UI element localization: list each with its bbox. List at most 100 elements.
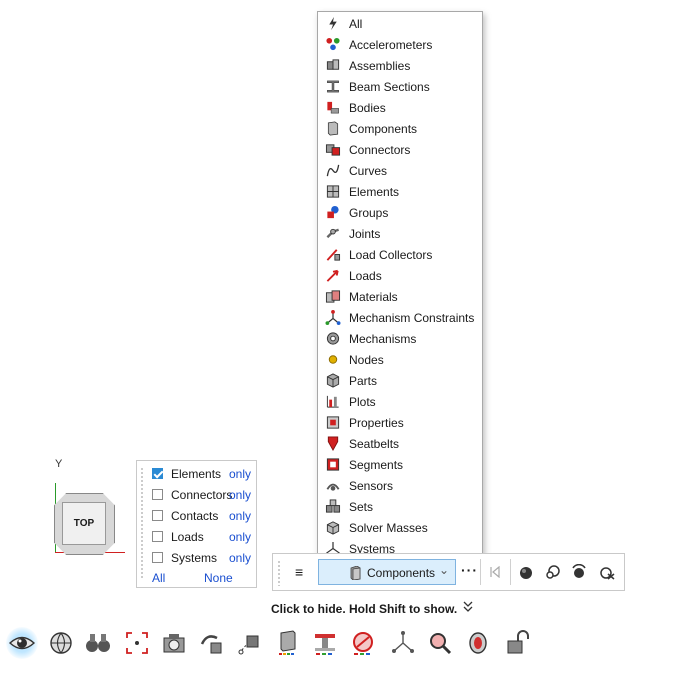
menu-item-label: Solver Masses [349,521,428,535]
sensor-icon [326,483,340,491]
cycle-select-icon[interactable] [571,564,587,580]
only-link[interactable]: only [228,551,251,565]
camera-cube-icon[interactable] [161,630,187,656]
menu-item-label: Properties [349,416,404,430]
seatbelt-icon [327,436,339,451]
menu-item-plots[interactable]: Plots [318,391,482,412]
focus-select-icon[interactable] [124,630,150,656]
contour-icon[interactable] [275,630,301,656]
menu-item-components[interactable]: Components [318,118,482,139]
menu-item-sensors[interactable]: Sensors [318,475,482,496]
connector-icon [325,144,341,156]
visibility-checkbox[interactable] [152,510,163,521]
menu-item-solver-masses[interactable]: Solver Masses [318,517,482,538]
menu-item-label: Loads [349,269,382,283]
solver-mass-icon [326,521,340,535]
bodies-icon [327,101,339,114]
menu-item-label: Load Collectors [349,248,433,262]
only-link[interactable]: only [228,530,251,544]
menu-item-accelerometers[interactable]: Accelerometers [318,34,482,55]
menu-item-label: Accelerometers [349,38,433,52]
sphere-select-icon[interactable] [518,564,534,580]
nodes-graph-icon[interactable] [390,630,416,656]
menu-item-label: Curves [349,164,388,178]
visibility-label: Connectors [171,488,233,502]
view-cube-top-face[interactable]: TOP [62,502,106,545]
menu-item-label: Seatbelts [349,437,400,451]
only-link[interactable]: only [228,509,251,523]
menu-item-assemblies[interactable]: Assemblies [318,55,482,76]
cylinder-icon[interactable] [465,630,491,656]
menu-item-bodies[interactable]: Bodies [318,97,482,118]
menu-item-beam-sections[interactable]: Beam Sections [318,76,482,97]
element-icon [326,185,340,198]
double-chevron-down-icon[interactable] [463,601,473,616]
dotted-cube-icon[interactable] [236,630,262,656]
menu-item-sets[interactable]: Sets [318,496,482,517]
only-link[interactable]: only [228,488,251,502]
menu-item-nodes[interactable]: Nodes [318,349,482,370]
menu-item-load-collectors[interactable]: Load Collectors [318,244,482,265]
show-none-link[interactable]: None [204,571,233,585]
assemblies-icon [326,59,340,70]
menu-item-curves[interactable]: Curves [318,160,482,181]
first-page-icon[interactable] [489,566,501,578]
menu-item-loads[interactable]: Loads [318,265,482,286]
menu-item-connectors[interactable]: Connectors [318,139,482,160]
menu-item-groups[interactable]: Groups [318,202,482,223]
chevron-down-icon[interactable]: ⌄ [438,563,449,577]
search-icon[interactable] [427,630,453,656]
lock-icon[interactable] [504,630,530,656]
menu-item-label: Components [349,122,418,136]
menu-item-systems[interactable]: Systems [318,538,482,559]
ring-select-icon[interactable] [545,564,561,580]
beam-section-icon [327,80,339,93]
menu-item-all[interactable]: All [318,13,482,34]
menu-item-joints[interactable]: Joints [318,223,482,244]
globe-icon[interactable] [48,630,74,656]
property-icon [326,416,340,429]
panel-grip[interactable] [141,467,143,579]
menu-item-seatbelts[interactable]: Seatbelts [318,433,482,454]
binoculars-icon[interactable] [85,630,111,656]
only-link[interactable]: only [228,467,251,481]
section-icon[interactable] [312,630,338,656]
menu-item-properties[interactable]: Properties [318,412,482,433]
menu-item-label: Mechanism Constraints [349,311,475,325]
menu-item-parts[interactable]: Parts [318,370,482,391]
menu-item-label: Parts [349,374,378,388]
menu-item-elements[interactable]: Elements [318,181,482,202]
show-all-link[interactable]: All [152,571,166,585]
menu-item-label: Mechanisms [349,332,417,346]
mask-icon[interactable] [350,630,376,656]
component-icon [350,566,361,580]
menu-item-label: Bodies [349,101,386,115]
menu-item-label: Plots [349,395,376,409]
visibility-checkbox[interactable] [152,468,163,479]
visibility-checkbox[interactable] [152,489,163,500]
menu-item-label: Elements [349,185,400,199]
menu-item-mechanism-constraints[interactable]: Mechanism Constraints [318,307,482,328]
menu-item-label: Connectors [349,143,411,157]
rotate-cube-icon[interactable] [199,630,225,656]
more-options-button[interactable]: ··· [461,562,478,578]
menu-item-mechanisms[interactable]: Mechanisms [318,328,482,349]
eye-icon[interactable] [9,630,35,656]
menu-item-label: Sets [349,500,374,514]
joint-icon [326,228,339,239]
menu-item-segments[interactable]: Segments [318,454,482,475]
hamburger-menu-button[interactable]: ≡ [295,564,304,580]
toolbar-grip[interactable] [278,560,280,586]
visibility-checkbox[interactable] [152,531,163,542]
set-icon [325,499,341,513]
filter-select-icon[interactable] [599,564,615,580]
visibility-checkbox[interactable] [152,552,163,563]
menu-item-materials[interactable]: Materials [318,286,482,307]
entity-type-selector[interactable]: Components ⌄ [318,559,456,585]
mechanism-constraint-icon [325,310,341,325]
material-icon [325,290,341,303]
